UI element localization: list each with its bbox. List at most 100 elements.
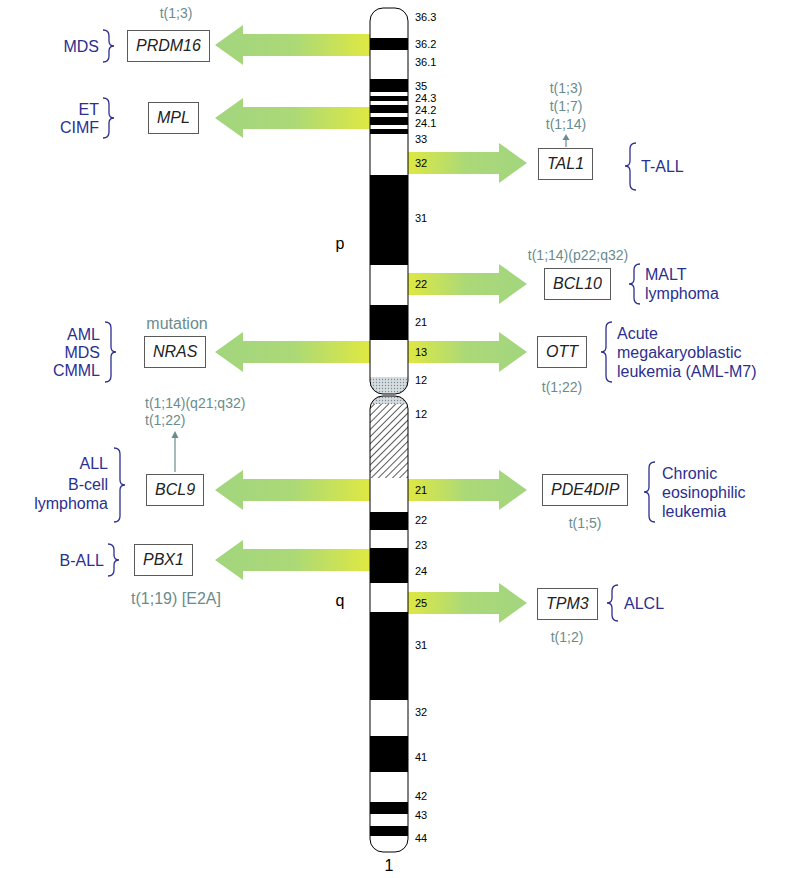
- band-number: 32: [415, 157, 427, 170]
- translocation-label: t(1;14): [546, 115, 586, 134]
- brace: [108, 544, 119, 576]
- translocation-label: t(1;3): [160, 4, 193, 23]
- disease-label: ALCL: [624, 594, 664, 613]
- translocation-label: t(1;22): [145, 411, 185, 430]
- disease-label: MALT lymphoma: [645, 265, 727, 303]
- gene-name: PBX1: [143, 550, 184, 570]
- brace: [601, 322, 612, 382]
- gene-name: NRAS: [153, 342, 197, 362]
- chromosome-outline: [370, 396, 408, 852]
- brace: [105, 322, 116, 382]
- leader-arrowhead: [172, 431, 179, 438]
- gene-box: BCL10: [544, 268, 611, 300]
- band-number: 24: [415, 565, 427, 578]
- gene-box: OTT: [537, 336, 587, 368]
- gene-name: PDE4DIP: [551, 480, 619, 500]
- disease-label: AML: [67, 325, 100, 344]
- heterochromatin: [370, 404, 408, 478]
- disease-label: ET: [79, 100, 99, 119]
- gene-arrow: [404, 332, 527, 372]
- gene-arrow: [215, 98, 374, 138]
- brace: [625, 143, 636, 190]
- brace: [629, 264, 640, 304]
- gene-arrow: [404, 143, 527, 183]
- brace: [644, 462, 655, 522]
- band-number: 32: [415, 706, 427, 719]
- gene-arrow: [215, 470, 374, 510]
- disease-label: MDS: [64, 343, 100, 362]
- gene-name: MPL: [157, 108, 190, 128]
- gene-box: BCL9: [146, 474, 204, 506]
- band-number: 33: [415, 133, 427, 146]
- chromosome-band: [370, 802, 408, 814]
- translocation-label: t(1;22): [542, 378, 582, 397]
- gene-box: NRAS: [144, 336, 206, 368]
- translocation-label: t(1;19) [E2A]: [131, 589, 221, 608]
- translocation-label: t(1;14)(q21;q32): [145, 394, 245, 413]
- band-number: 31: [415, 212, 427, 225]
- chromosome-band: [370, 79, 408, 92]
- band-number: 41: [415, 751, 427, 764]
- band-number: 22: [415, 278, 427, 291]
- disease-label: B-ALL: [60, 551, 104, 570]
- band-number: 43: [415, 809, 427, 822]
- leader-line: [565, 139, 566, 147]
- gene-name: OTT: [546, 342, 578, 362]
- band-number: 21: [415, 316, 427, 329]
- band-number: 24.1: [415, 117, 436, 130]
- band-number: 42: [415, 790, 427, 803]
- gene-name: BCL9: [155, 480, 195, 500]
- leader-arrowhead: [563, 134, 570, 140]
- chromosome-band: [370, 105, 408, 113]
- chromosome-band: [370, 38, 408, 50]
- band-number: 13: [415, 346, 427, 359]
- translocation-label: t(1;7): [550, 97, 583, 116]
- disease-label: MDS: [63, 37, 99, 56]
- band-number: 12: [415, 374, 427, 387]
- leader-line: [174, 437, 175, 472]
- gene-name: BCL10: [553, 274, 602, 294]
- chromosome-band: [370, 826, 408, 836]
- disease-label: B-cell lymphoma: [26, 475, 108, 513]
- chromosome-band: [370, 512, 408, 530]
- disease-label: T-ALL: [641, 157, 684, 176]
- chromosome-band: [370, 548, 408, 583]
- chromosome-band: [370, 129, 408, 134]
- band-number: 44: [415, 832, 427, 845]
- arm-label: q: [336, 591, 345, 610]
- chromosome-band: [370, 736, 408, 772]
- chromosome-arm: [370, 8, 408, 858]
- arm-label: p: [336, 234, 345, 253]
- disease-label: Chronic eosinophilic leukemia: [662, 464, 762, 521]
- disease-label: CIMF: [60, 118, 99, 137]
- translocation-label: t(1;14)(p22;q32): [528, 246, 628, 265]
- disease-label: Acute megakaryoblastic leukemia (AML-M7): [617, 324, 777, 381]
- gene-arrow: [404, 583, 527, 623]
- gene-box: PDE4DIP: [542, 474, 628, 506]
- band-number: 36.3: [415, 11, 436, 24]
- gene-name: TPM3: [546, 594, 589, 614]
- chromosome-band: [370, 305, 408, 340]
- translocation-label: t(1;5): [569, 514, 602, 533]
- band-number: 25: [415, 597, 427, 610]
- brace: [607, 585, 618, 621]
- gene-name: TAL1: [547, 154, 584, 174]
- gene-arrow: [215, 332, 374, 372]
- gene-arrow: [215, 25, 374, 65]
- band-number: 24.3: [415, 92, 436, 105]
- band-number: 22: [415, 514, 427, 527]
- band-number: 36.2: [415, 38, 436, 51]
- band-number: 12: [415, 408, 427, 421]
- arm-label: 1: [385, 856, 394, 875]
- chromosome-band: [370, 117, 408, 125]
- centromere: [370, 377, 408, 404]
- gene-arrow: [215, 540, 374, 580]
- translocation-label: t(1;3): [550, 79, 583, 98]
- gene-box: TAL1: [538, 148, 593, 180]
- translocation-label: mutation: [146, 314, 207, 333]
- gene-arrow: [404, 470, 527, 510]
- gene-arrow: [404, 264, 527, 304]
- chromosome-band: [370, 175, 408, 265]
- band-number: 31: [415, 639, 427, 652]
- brace: [103, 98, 114, 138]
